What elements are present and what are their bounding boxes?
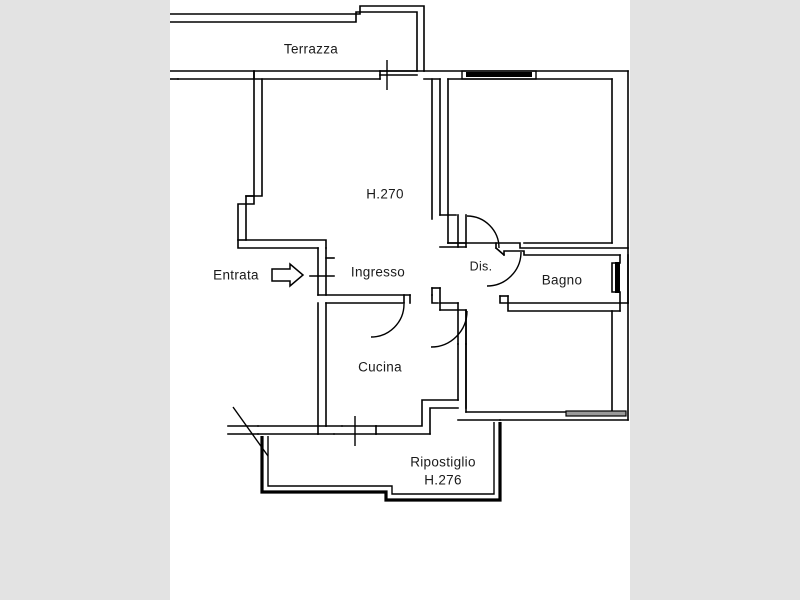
door-swing-dis-soggiorno (466, 215, 500, 249)
dis-bagno-top-wall-step-inner (503, 250, 621, 256)
break-line-diagonal (232, 406, 269, 457)
label-soggiorno-h: H.270 (366, 187, 404, 202)
terrazza-outer-wall (170, 5, 425, 72)
soggiorno-left-wall-outer (237, 78, 319, 249)
ripostiglio-thick-outer-wall (260, 422, 502, 502)
dis-bagno-bottom-wall (499, 295, 629, 304)
label-ripostiglio: Ripostiglio (410, 455, 476, 470)
window-opening-ticks (354, 60, 388, 446)
door-swings (370, 215, 522, 348)
ingresso-dis-wall-jog (431, 294, 439, 304)
label-disimpegno: Dis. (470, 259, 493, 273)
door-swing-dis-bagno (486, 251, 522, 287)
label-terrazza: Terrazza (284, 42, 338, 57)
ripostiglio-inner-boundary (267, 422, 495, 495)
terrazza-inner-wall (170, 11, 418, 72)
label-ripostiglio-h: H.276 (424, 473, 462, 488)
dis-bagno-top-wall-step (495, 242, 629, 249)
window-bottomright-room (565, 410, 627, 417)
dis-bagno-bottom-wall-inner (507, 295, 621, 312)
label-cucina: Cucina (358, 360, 402, 375)
label-entrata: Entrata (213, 268, 259, 283)
door-swing-ingresso-cucina (370, 303, 405, 338)
window-topright-room (466, 72, 532, 77)
break-line-icon (232, 406, 269, 457)
label-ingresso: Ingresso (351, 265, 405, 280)
page-background (170, 0, 630, 600)
label-bagno: Bagno (542, 273, 583, 288)
ripostiglio-outer-boundary (260, 422, 502, 502)
arrow-right-icon (271, 262, 305, 288)
window-topright-frame (461, 70, 537, 80)
window-symbols (461, 70, 627, 417)
ripostiglio-thin-inner-wall (267, 422, 495, 495)
bagno-right-wall-inner-window (611, 254, 621, 312)
window-bagno (615, 262, 620, 293)
entrance-arrow-shape (271, 262, 305, 288)
cucina-bottom-right-step-outer (429, 407, 459, 435)
door-swing-dis-bottomright (430, 310, 468, 348)
wall-lines (170, 5, 629, 435)
dis-bagno-wall-corner-a (494, 246, 506, 257)
floor-plan-canvas: Terrazza H.270 Ingresso Entrata Cucina D… (170, 0, 630, 600)
cucina-bottom-right-step-inner (375, 399, 459, 427)
floor-plan-drawing: Terrazza H.270 Ingresso Entrata Cucina D… (170, 0, 630, 600)
